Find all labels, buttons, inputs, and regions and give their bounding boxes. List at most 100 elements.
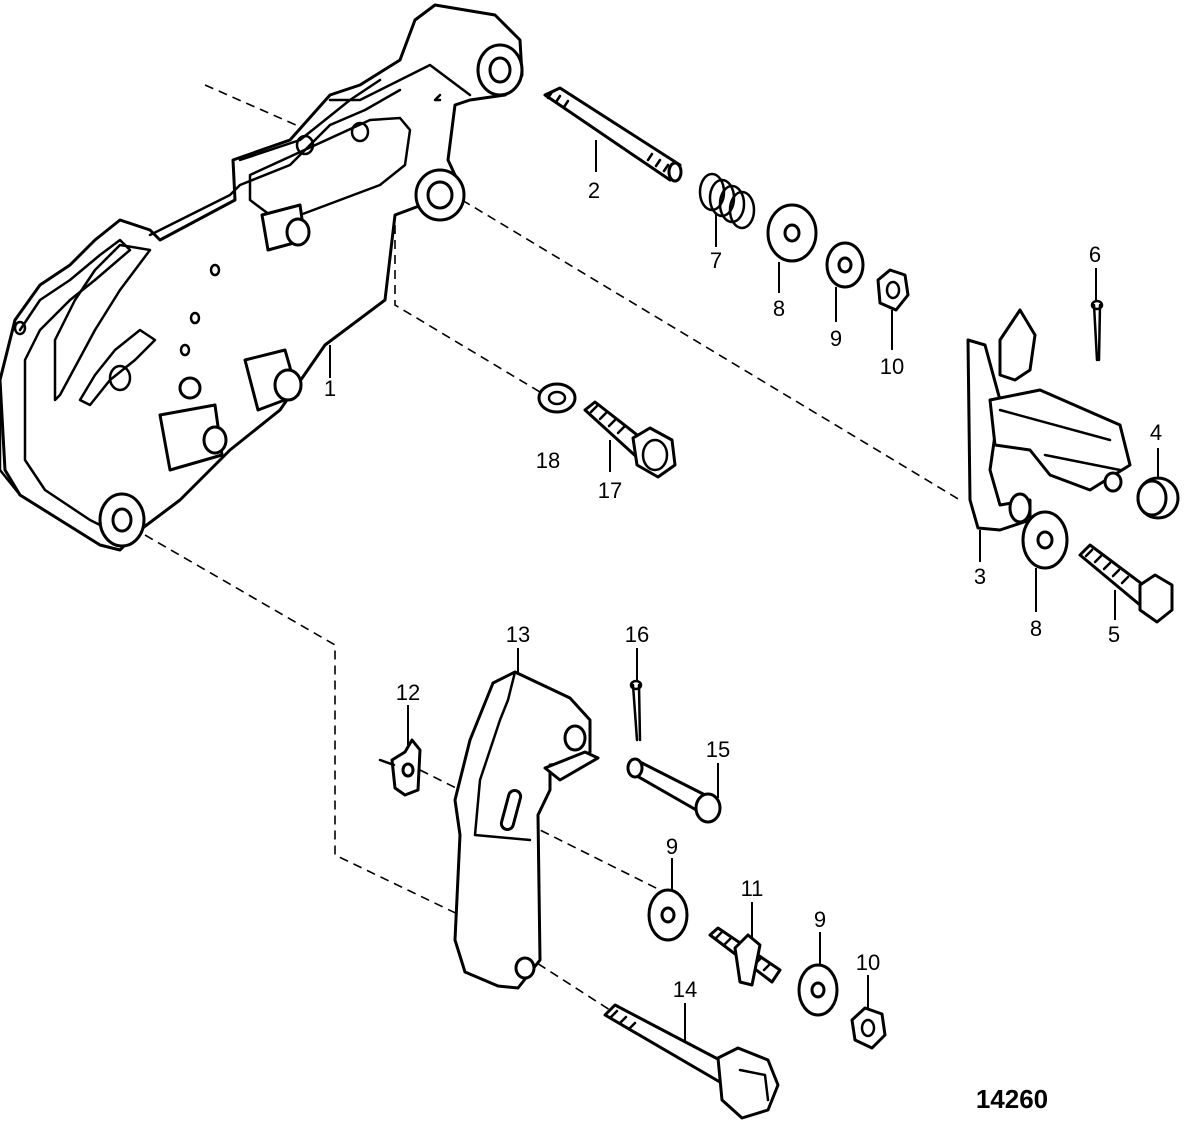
cotter-pin-6-head <box>1090 299 1104 311</box>
callout-7: 7 <box>710 248 722 273</box>
callout-4: 4 <box>1150 420 1162 445</box>
hole-a <box>295 134 315 156</box>
callout-8-lower: 8 <box>1030 616 1042 641</box>
nut-10-hole <box>885 280 901 300</box>
stud-11-collar <box>733 933 762 987</box>
callout-18: 18 <box>536 448 560 473</box>
part-9-washer-middle <box>647 888 689 942</box>
part-8-washer-lower <box>1021 510 1069 570</box>
part-16-cotter-pin <box>629 679 643 742</box>
lever-13-edge <box>473 670 532 842</box>
cap-4-face <box>1136 479 1168 517</box>
spring-loop <box>248 116 412 217</box>
washer-9-mid-hole <box>660 906 676 924</box>
bolt-5-head <box>1138 573 1174 624</box>
part-1-main-bracket <box>0 3 524 552</box>
part-17-bolt <box>583 400 677 479</box>
part-9-washer-lower <box>797 963 839 1017</box>
part-10-nut-upper <box>876 268 910 312</box>
hole-f <box>108 364 132 392</box>
bolt-14-head <box>716 1046 780 1120</box>
hole-b <box>350 121 370 143</box>
bolt-5-threads <box>1084 548 1130 585</box>
bracket-3-hole <box>1008 492 1032 524</box>
part-18-lock-washer <box>537 382 577 414</box>
stud-2-end <box>667 161 683 183</box>
lever-13-bottom-hole <box>514 956 536 980</box>
bolt-14-threads <box>609 1009 637 1031</box>
dash-line-bushing-to-bracket <box>461 199 961 501</box>
part-8-washer-upper <box>766 203 818 263</box>
washer-9-lower-hole <box>810 981 826 999</box>
bracket-edge <box>0 318 22 497</box>
dash-line-to-lockwasher <box>394 210 546 396</box>
top-pivot-hole <box>488 56 512 84</box>
bracket-slot <box>53 243 152 402</box>
callout-3: 3 <box>974 564 986 589</box>
stud-lower <box>158 403 224 472</box>
washer-9-hole <box>837 256 853 274</box>
lockwasher-18-outer <box>537 382 577 414</box>
callout-12: 12 <box>396 680 420 705</box>
part-11-stud <box>708 926 782 987</box>
stud-lower-end <box>202 425 228 455</box>
cotter-pin-16-legs <box>631 683 642 742</box>
washer-8-hole <box>783 223 801 243</box>
lever-13-slot <box>499 788 523 832</box>
part-5-bolt <box>1078 543 1174 624</box>
part-3-bracket <box>966 308 1132 532</box>
bolt-17-head-face <box>641 438 669 472</box>
callout-15: 15 <box>706 737 730 762</box>
callout-13: 13 <box>506 622 530 647</box>
washer-8-lower-hole <box>1036 530 1054 550</box>
small-nut-on-bracket <box>178 376 202 400</box>
callout-8-upper: 8 <box>773 296 785 321</box>
lever-13-top-hole <box>563 724 587 752</box>
callout-6: 6 <box>1089 242 1101 267</box>
nut-10-lower-hole <box>860 1018 876 1038</box>
bracket-3-pin-end <box>1103 471 1123 493</box>
callout-9-upper: 9 <box>830 326 842 351</box>
spring-coil-4 <box>728 190 756 230</box>
bolt-14-head-edge <box>738 1068 770 1102</box>
callout-1: 1 <box>324 376 336 401</box>
diagram-number: 14260 <box>976 1084 1048 1114</box>
clevis-pin-15-tip <box>626 757 644 779</box>
bracket-3-plate <box>966 338 1032 532</box>
callout-10-lower: 10 <box>856 950 880 975</box>
hole-e <box>179 343 191 357</box>
part-6-cotter-pin <box>1090 299 1104 362</box>
callout-14: 14 <box>673 977 697 1002</box>
part-2-stud <box>543 86 683 183</box>
clevis-pin-15-head <box>694 792 722 824</box>
callout-11: 11 <box>741 876 764 901</box>
bracket-3-arm-edges <box>998 408 1122 472</box>
arm-detail <box>433 93 442 102</box>
callout-2: 2 <box>588 178 600 203</box>
cotter-pin-6-legs <box>1092 303 1102 362</box>
bracket-3-top-tab <box>998 308 1037 382</box>
nut-10-lower-body <box>850 1006 887 1050</box>
callout-10-upper: 10 <box>880 354 904 379</box>
clip-12-hole <box>401 762 415 778</box>
part-15-clevis-pin <box>626 757 722 824</box>
callout-9-middle: 9 <box>666 834 678 859</box>
part-12-clip <box>378 738 422 797</box>
callout-9-lower: 9 <box>814 907 826 932</box>
part-7-spring <box>698 172 756 230</box>
right-bushing-inner <box>426 180 454 210</box>
bottom-bushing-inner <box>111 507 133 533</box>
clip-12-leg <box>378 758 396 767</box>
stud-2-threads <box>546 90 670 173</box>
callout-17: 17 <box>598 478 622 503</box>
callout-labels: 1 2 3 4 5 6 7 8 8 9 9 9 10 10 11 12 13 1… <box>324 178 1162 1002</box>
leader-lines <box>329 140 1159 1042</box>
callout-5: 5 <box>1108 622 1120 647</box>
lockwasher-18-inner <box>547 390 567 406</box>
part-4-cap <box>1136 476 1180 520</box>
part-10-nut-lower <box>850 1006 887 1050</box>
bracket-outline <box>0 3 524 552</box>
bracket-inner-slot <box>78 328 157 407</box>
hole-d <box>189 311 201 325</box>
